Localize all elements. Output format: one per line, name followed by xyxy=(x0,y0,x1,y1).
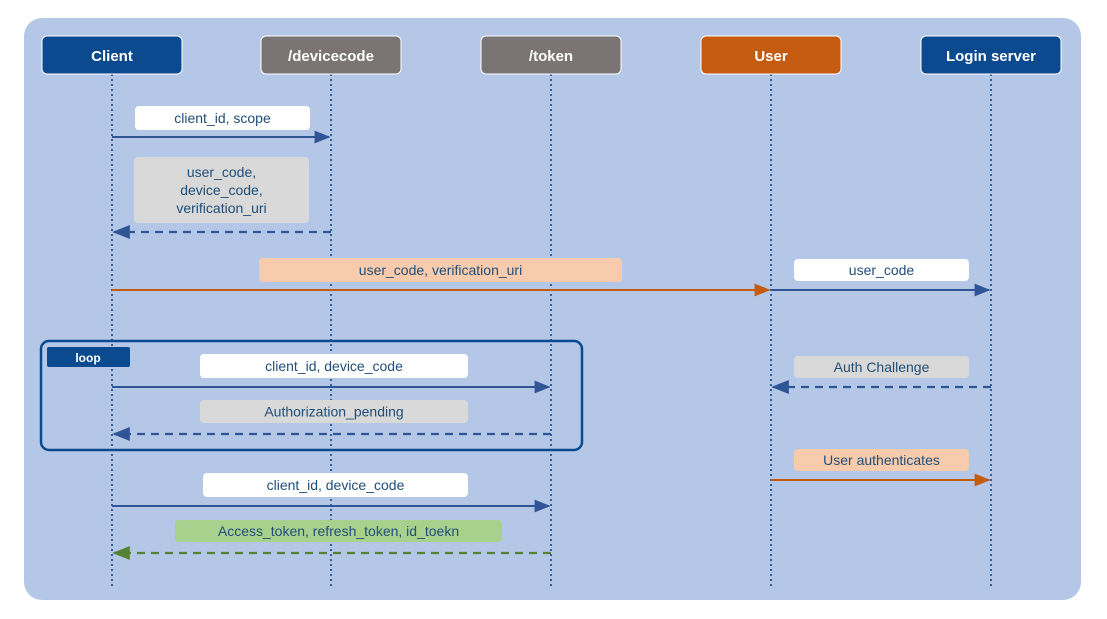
message-m1: client_id, scope xyxy=(112,106,331,144)
participant-label: User xyxy=(754,48,788,65)
message-label: Auth Challenge xyxy=(834,359,930,375)
diagram-panel xyxy=(24,18,1081,600)
lifelines xyxy=(111,74,992,588)
message-label: Access_token, refresh_token, id_toekn xyxy=(218,523,459,539)
participant-label: Client xyxy=(91,48,133,65)
participant-label: /devicecode xyxy=(288,48,374,65)
participant-box xyxy=(260,35,402,75)
participant-box xyxy=(480,35,622,75)
message-label-box xyxy=(135,106,310,130)
message-m8: User authenticates xyxy=(771,449,991,487)
loop-label: loop xyxy=(75,351,100,365)
message-m2: user_code,device_code,verification_uri xyxy=(112,157,331,240)
participants: Client/devicecode/token User Login server xyxy=(41,35,1062,75)
loop-frame: loop xyxy=(39,339,584,452)
participant-devicecode: /devicecode xyxy=(260,35,402,75)
message-label: user_code, verification_uri xyxy=(359,262,522,278)
participant-label: Login server xyxy=(946,48,1036,65)
participant-box xyxy=(41,35,183,75)
message-label-box xyxy=(200,354,468,378)
message-label: User authenticates xyxy=(823,452,940,468)
message-label: Authorization_pending xyxy=(264,404,403,420)
message-label-box xyxy=(794,449,969,471)
participant-user: User xyxy=(700,35,842,75)
loop-tag xyxy=(47,347,130,367)
messages: client_id, scope user_code,device_code,ve… xyxy=(112,106,991,561)
participant-box xyxy=(920,35,1062,75)
participant-client: Client xyxy=(41,35,183,75)
message-label-box xyxy=(794,259,969,281)
participant-label: /token xyxy=(529,48,573,65)
message-m9: client_id, device_code xyxy=(112,473,551,513)
message-label-box xyxy=(259,258,622,282)
participant-login: Login server xyxy=(920,35,1062,75)
loop-rect xyxy=(39,339,584,452)
message-m10: Access_token, refresh_token, id_toekn xyxy=(112,520,551,561)
message-label-box xyxy=(200,400,468,423)
message-m3: user_code, verification_uri xyxy=(112,258,771,297)
message-label: user_code xyxy=(849,262,915,278)
message-label-box xyxy=(203,473,468,497)
message-label: client_id, device_code xyxy=(265,358,403,374)
message-label-box xyxy=(794,356,969,378)
message-m4: user_code xyxy=(771,259,991,297)
message-m5: client_id, device_code xyxy=(112,354,551,394)
participant-box xyxy=(700,35,842,75)
message-label: client_id, device_code xyxy=(267,477,405,493)
message-m7: Authorization_pending xyxy=(112,400,551,442)
message-label-box xyxy=(175,520,502,542)
message-m6: Auth Challenge xyxy=(771,356,991,395)
message-label: client_id, scope xyxy=(174,110,271,126)
message-label-box xyxy=(134,157,309,223)
message-label: user_code,device_code,verification_uri xyxy=(176,164,266,216)
participant-token: /token xyxy=(480,35,622,75)
